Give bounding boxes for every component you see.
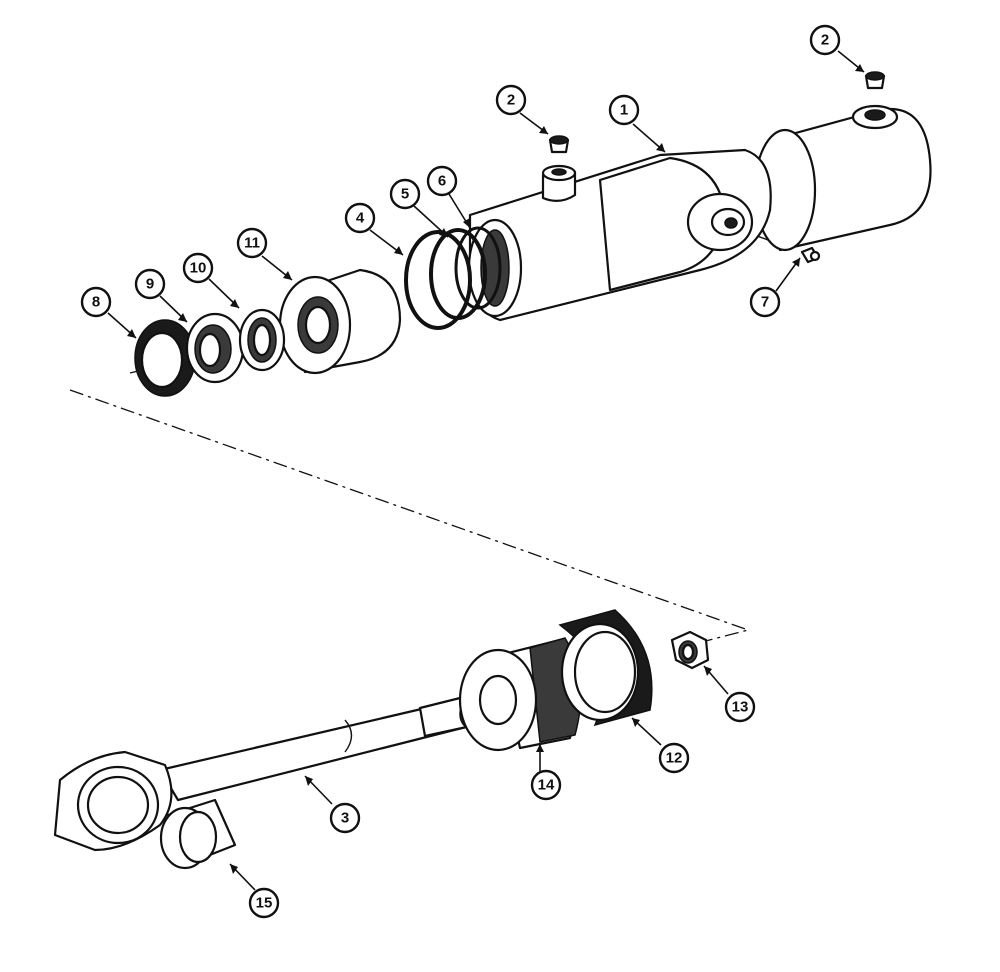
wiper-seal	[134, 319, 196, 397]
callout-4: 4	[344, 202, 376, 234]
o-ring	[404, 230, 472, 330]
gland	[278, 268, 402, 375]
callout-13: 13	[724, 691, 756, 723]
callout-3: 3	[329, 802, 361, 834]
rod-seal	[185, 312, 245, 384]
grease-fitting	[800, 246, 821, 264]
callout-5-label: 5	[401, 186, 409, 203]
callout-2-right: 2	[809, 24, 841, 56]
callout-6-label: 6	[438, 173, 446, 190]
callout-9-label: 9	[146, 276, 154, 293]
callout-9: 9	[134, 268, 166, 300]
callout-13-label: 13	[732, 699, 749, 716]
callout-12-label: 12	[666, 750, 683, 767]
callout-2-right-label: 2	[821, 32, 829, 49]
callout-5: 5	[389, 178, 421, 210]
callout-1-label: 1	[620, 102, 628, 119]
callout-4-label: 4	[356, 210, 365, 227]
piston-rod	[53, 696, 484, 852]
piston-seal	[558, 609, 653, 727]
callout-12: 12	[658, 742, 690, 774]
cylinder-barrel	[467, 104, 932, 322]
wear-ring	[454, 226, 502, 310]
callout-11: 11	[236, 227, 268, 259]
leader-lines	[107, 50, 865, 891]
callout-10: 10	[182, 252, 214, 284]
callout-8-label: 8	[92, 294, 100, 311]
back-up-seal	[238, 308, 286, 372]
callout-7-label: 7	[761, 294, 769, 311]
callout-7: 7	[749, 286, 781, 318]
callout-10-label: 10	[190, 260, 207, 277]
callout-3-label: 3	[341, 810, 349, 827]
callout-15-label: 15	[256, 895, 273, 912]
callout-8: 8	[80, 286, 112, 318]
callout-11-label: 11	[244, 235, 260, 252]
callout-15: 15	[248, 887, 280, 919]
assembly-centerline	[69, 225, 791, 646]
callout-2-left: 2	[495, 84, 527, 116]
callout-2-left-label: 2	[507, 92, 515, 109]
callout-6: 6	[426, 165, 458, 197]
callout-1: 1	[608, 94, 640, 126]
rod-eye-bushing	[159, 798, 237, 870]
callout-14: 14	[530, 769, 562, 801]
piston	[458, 637, 582, 752]
pipe-plug-upper-right	[864, 71, 886, 90]
backup-ring	[429, 228, 487, 320]
pipe-plug-upper-left	[548, 135, 570, 154]
callout-14-label: 14	[538, 777, 555, 794]
lock-nut	[670, 630, 710, 670]
